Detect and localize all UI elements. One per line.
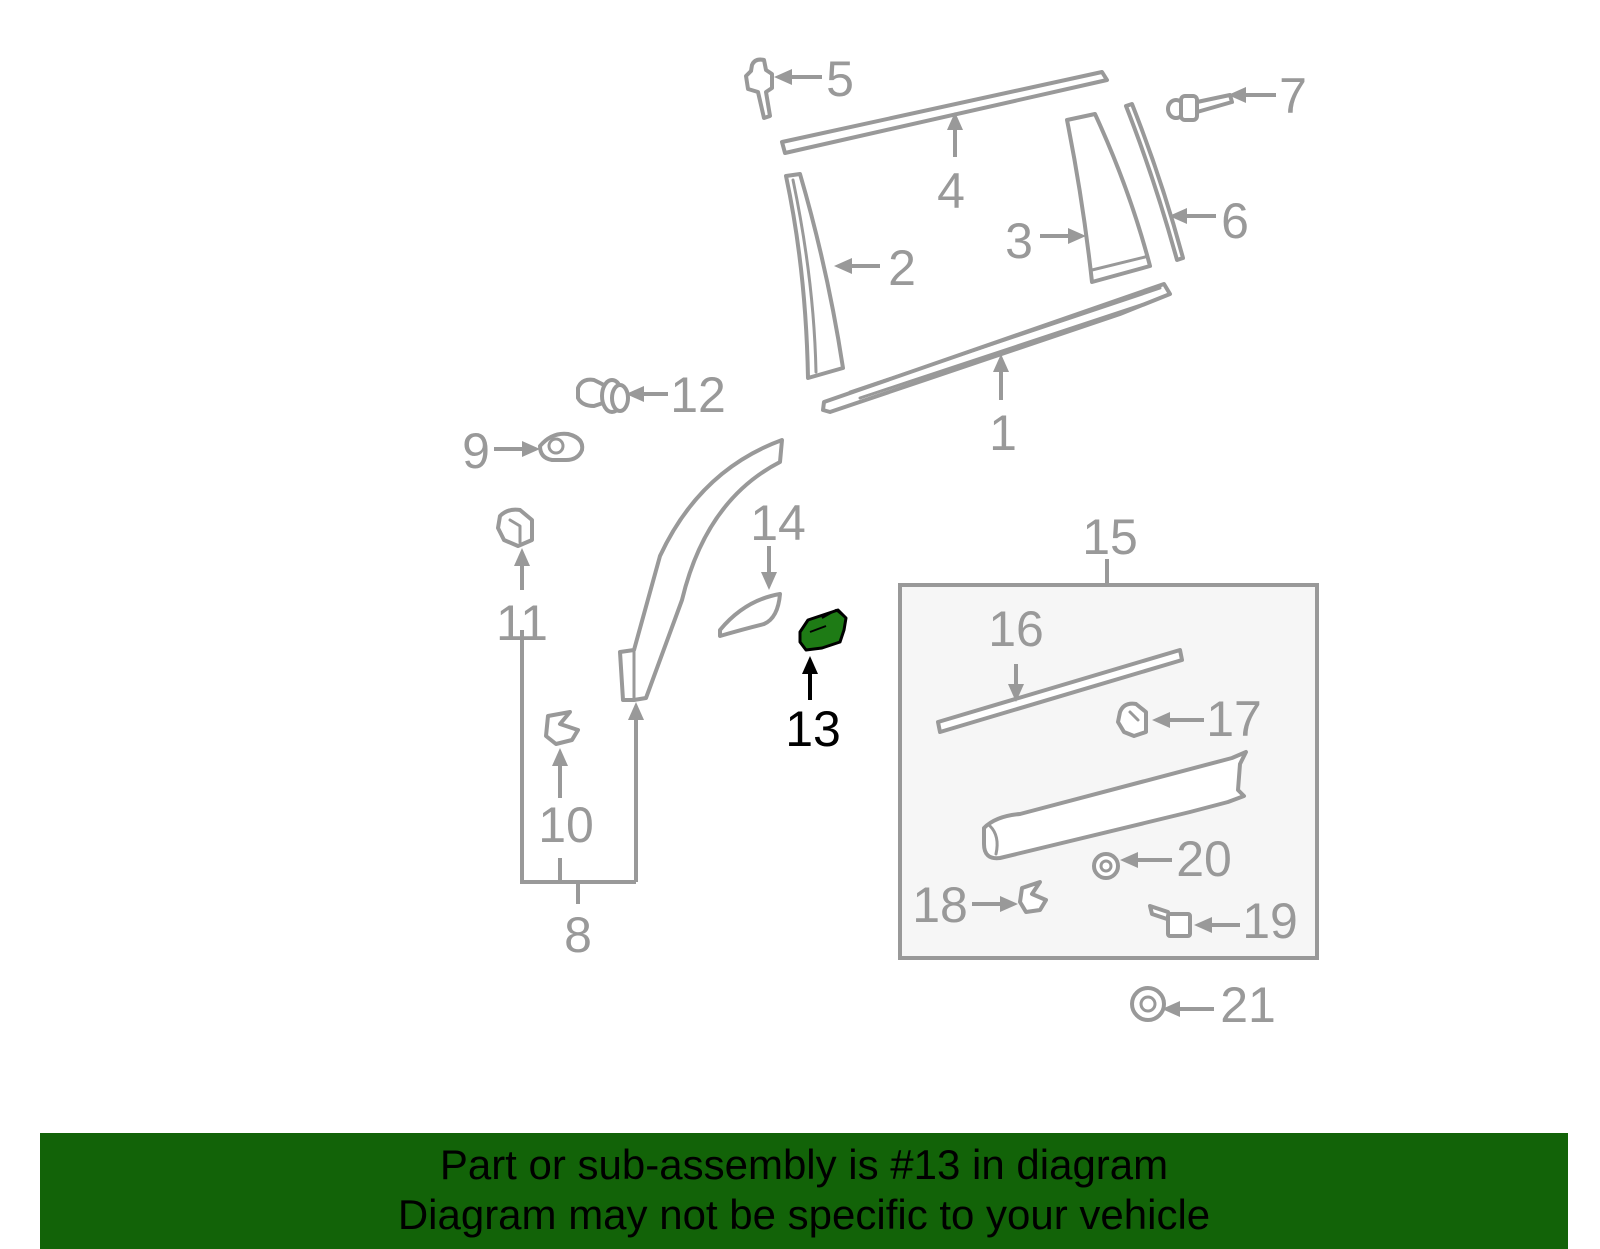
part-11-clip[interactable] [496,507,534,548]
part-2-pillar-molding[interactable] [784,172,845,380]
callout-18: 18 [912,877,968,933]
callout-10: 10 [538,797,594,853]
part-17-clip[interactable] [1116,701,1148,738]
part-20-washer[interactable] [1092,852,1120,880]
callout-3: 3 [1005,213,1033,269]
info-banner: Part or sub-assembly is #13 in diagram D… [40,1133,1568,1249]
part-16-molding[interactable] [936,648,1184,734]
part-8-wheel-molding[interactable] [618,438,784,702]
part-6-weatherstrip[interactable] [1124,102,1185,262]
callout-4: 4 [937,163,965,219]
callout-5: 5 [826,51,854,107]
callout-8: 8 [564,907,592,963]
callout-15: 15 [1082,509,1138,565]
callout-12: 12 [670,367,726,423]
part-13-clip-highlighted[interactable] [798,608,848,652]
callout-13: 13 [785,701,841,757]
part-5-clip[interactable] [744,57,774,120]
callout-1: 1 [989,405,1017,461]
part-3-pillar-applique[interactable] [1065,112,1152,284]
callout-21: 21 [1220,977,1276,1033]
part-15-rocker-molding[interactable] [982,750,1248,861]
callout-6: 6 [1221,193,1249,249]
part-12-clip[interactable] [576,377,630,414]
callout-2: 2 [888,240,916,296]
part-19-screw[interactable] [1148,904,1192,938]
callout-11: 11 [496,595,548,651]
callout-20: 20 [1176,831,1232,887]
banner-line-2: Diagram may not be specific to your vehi… [397,1191,1211,1238]
part-1-belt-molding[interactable] [821,282,1172,414]
callout-9: 9 [462,423,490,479]
part-10-clip[interactable] [544,710,580,746]
subassembly-box-15 [898,583,1319,960]
callout-19: 19 [1242,893,1298,949]
part-18-clip[interactable] [1018,880,1048,914]
callout-7: 7 [1279,68,1307,124]
part-21-nut[interactable] [1130,986,1166,1022]
callout-16: 16 [988,601,1044,657]
banner-line-1: Part or sub-assembly is #13 in diagram [439,1141,1169,1188]
callout-17: 17 [1206,691,1262,747]
callout-14: 14 [750,495,806,551]
part-9-nut[interactable] [538,431,585,462]
part-4-roof-molding[interactable] [780,70,1109,155]
part-14-pad[interactable] [718,592,782,638]
part-7-screw[interactable] [1166,93,1234,122]
